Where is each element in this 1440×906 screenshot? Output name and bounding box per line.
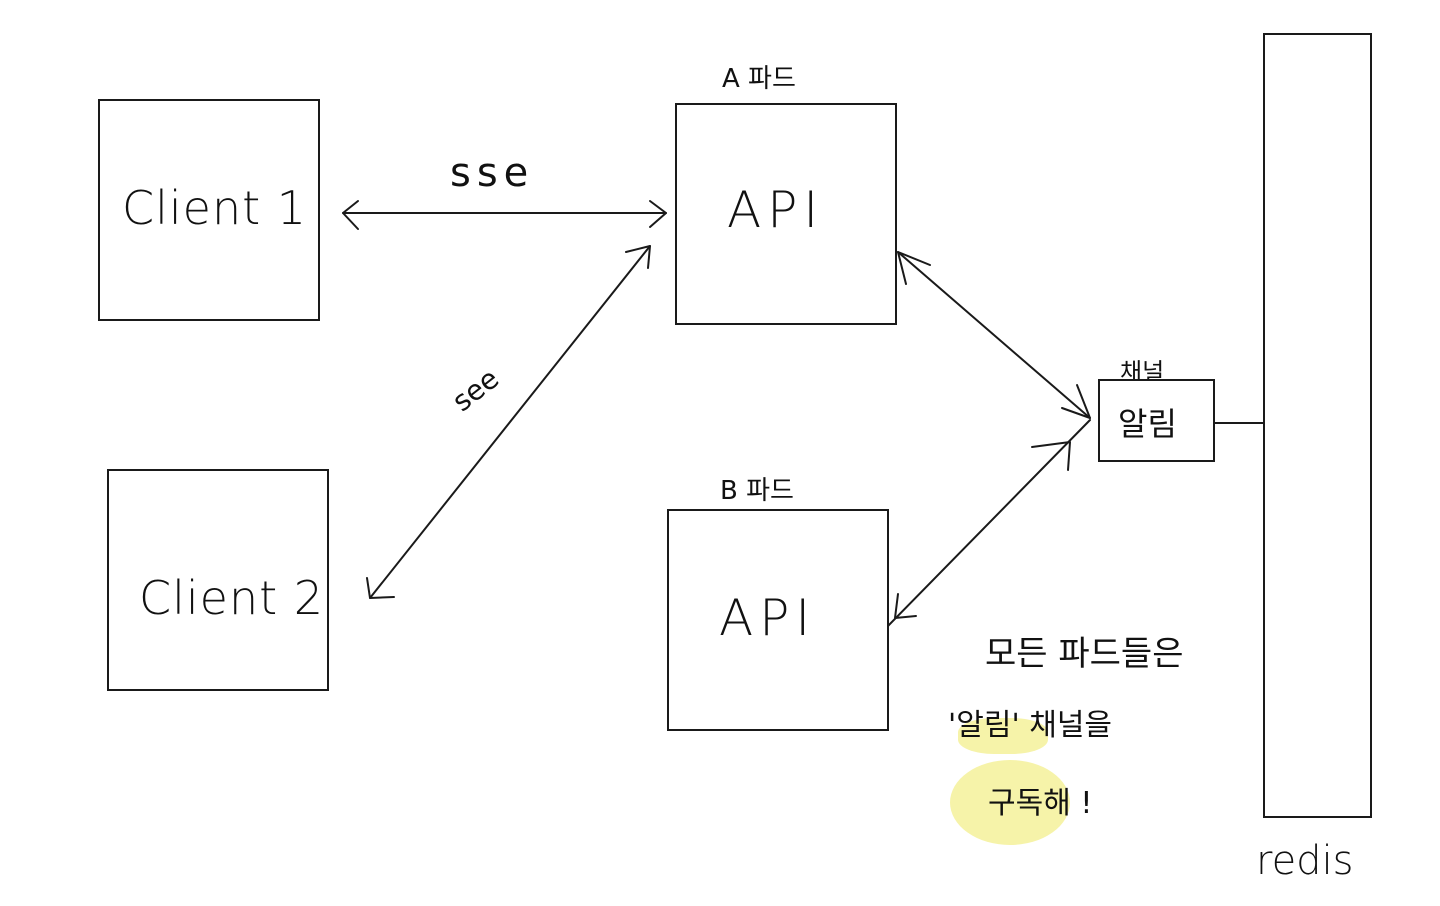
client1-label: Client 1	[122, 181, 308, 235]
arrowhead-channel-lower	[1031, 441, 1071, 471]
highlight-mark-top	[958, 718, 1048, 754]
pod-a-label: A 파드	[722, 64, 796, 94]
edge-api-a-channel	[897, 251, 1091, 419]
sse-label: sse	[450, 150, 535, 196]
pod-b-label: B 파드	[720, 476, 794, 506]
note-line-1: 모든 파드들은	[985, 634, 1184, 674]
note-line-3: 구독해 !	[988, 786, 1093, 821]
api-a-label: API	[727, 181, 825, 239]
api-b-box: API	[667, 509, 889, 731]
arrowhead-api-a-right	[897, 251, 931, 285]
edge-api-b-channel	[887, 419, 1091, 627]
arrowhead-left	[342, 200, 359, 230]
channel-label: 알림	[1118, 405, 1177, 443]
client1-box: Client 1	[98, 99, 320, 321]
highlight-mark	[950, 760, 1070, 845]
arrowhead-channel-upper	[1061, 384, 1091, 419]
arrowhead-api-b	[894, 593, 917, 619]
see-label: see	[446, 361, 505, 419]
client2-label: Client 2	[139, 571, 325, 625]
redis-label: redis	[1256, 838, 1354, 884]
client2-box: Client 2	[107, 469, 329, 691]
channel-box: 알림	[1098, 379, 1215, 462]
note-line-2: '알림' 채널을	[948, 708, 1113, 743]
edge-client2-api-a	[369, 245, 651, 599]
arrowhead-client2	[366, 577, 395, 599]
arrowhead-api-a-lower	[625, 245, 651, 269]
api-b-label: API	[719, 589, 817, 647]
api-a-box: API	[675, 103, 897, 325]
redis-box	[1263, 33, 1372, 818]
arrowhead-right	[649, 200, 667, 228]
